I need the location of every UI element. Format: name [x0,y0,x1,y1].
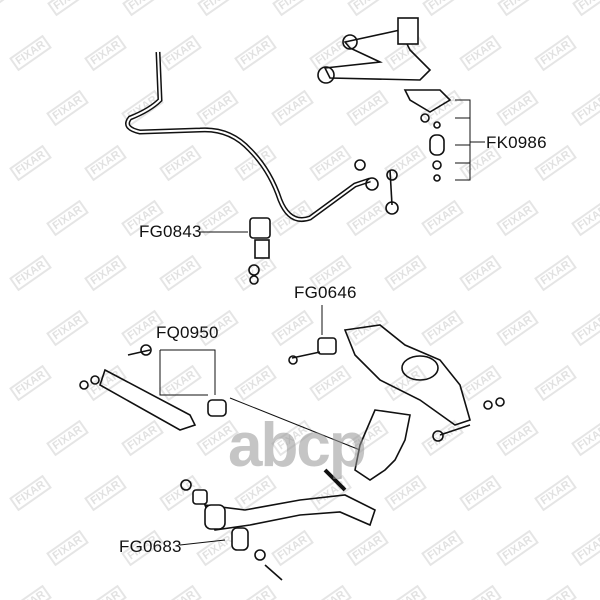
knuckle [354,409,411,481]
lateral-link [99,368,197,431]
abcp-watermark: abcp [228,411,367,480]
trailing-arm [343,324,471,426]
label-fg0646: FG0646 [294,283,357,302]
lower-control-arm [203,494,376,531]
label-fg0843: FG0843 [139,222,202,241]
label-fq0950: FQ0950 [156,323,219,342]
label-fg0683: FG0683 [119,537,182,556]
label-fk0986: FK0986 [486,133,547,152]
